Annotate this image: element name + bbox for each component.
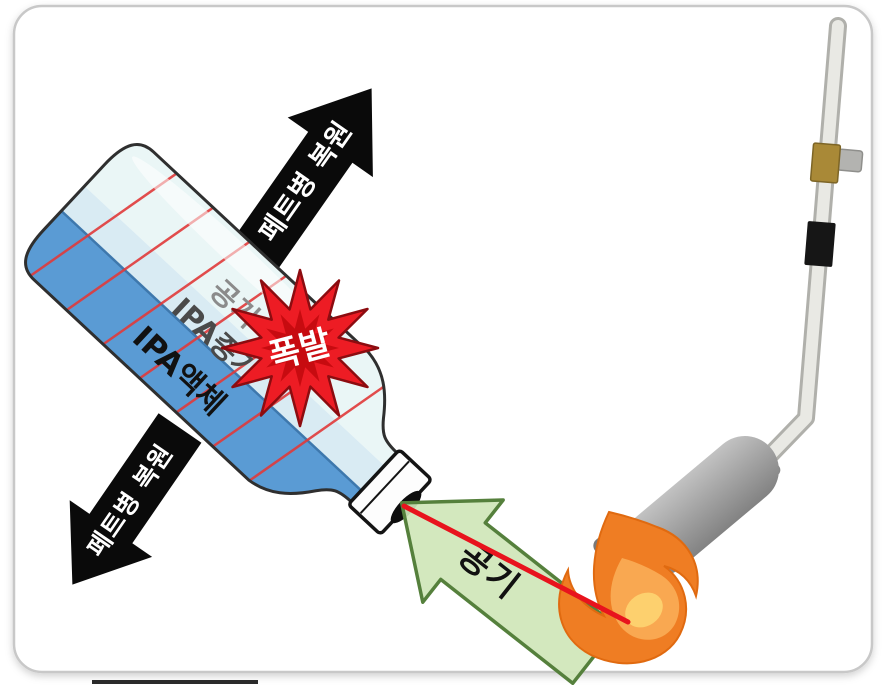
restore-arrow-upper-shape — [227, 88, 373, 278]
flame-jet-line — [401, 503, 631, 625]
explosion-star-core — [261, 309, 339, 387]
liquid-surface-line — [53, 203, 366, 495]
torch-valve-knob — [836, 148, 864, 173]
torch-black-band — [804, 221, 836, 267]
restore-arrow-lower-shape — [69, 413, 202, 585]
bottle-outline — [24, 143, 400, 505]
air-arrow-shape — [399, 498, 620, 685]
bottle-liquid-layer — [14, 204, 398, 542]
torch-brass-band — [809, 142, 842, 184]
bottom-crop-line — [92, 680, 258, 684]
bottle-cap-ridge — [359, 460, 410, 514]
explosion-burst: 폭발 — [220, 268, 380, 428]
flame-core — [625, 592, 663, 628]
